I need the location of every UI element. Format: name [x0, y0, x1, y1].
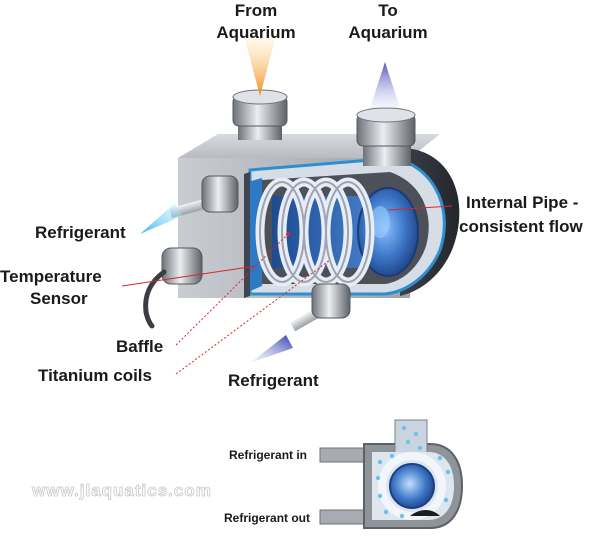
sensor-nut — [161, 247, 203, 285]
refrigerant-in-arrow — [250, 335, 293, 363]
bubble — [443, 497, 449, 503]
label-refrigerant-in: Refrigerant in — [229, 448, 307, 462]
sensor-cable — [143, 269, 167, 329]
inflow-arrow — [244, 36, 276, 96]
coil-shade-4 — [325, 181, 371, 283]
bubble — [389, 453, 395, 459]
outlet-fitting-top — [356, 107, 416, 123]
bubble — [377, 493, 383, 499]
bubble — [375, 475, 381, 481]
bubble — [399, 513, 405, 519]
bubble — [417, 445, 423, 451]
cross-section-pipe-in — [319, 447, 365, 463]
label-internal-pipe-line2: consistent flow — [459, 217, 584, 236]
refrigerant-out-arrow — [140, 203, 182, 234]
label-temperature-sensor-line1: Temperature — [0, 267, 102, 286]
coil-shade-3 — [303, 181, 349, 283]
outlet-fitting — [356, 107, 416, 166]
label-refrigerant-bottom: Refrigerant — [228, 371, 319, 390]
labels: From Aquarium To Aquarium Refrigerant Te… — [0, 1, 584, 390]
cross-section-pocket — [410, 510, 440, 516]
refrigerant-bottom-fitting — [290, 283, 351, 332]
bubble — [377, 459, 383, 465]
bubble — [401, 425, 407, 431]
label-to-aquarium-line1: To — [378, 1, 398, 20]
bubble — [413, 431, 419, 437]
label-to-aquarium-line2: Aquarium — [348, 23, 427, 42]
label-refrigerant-top: Refrigerant — [35, 223, 126, 242]
temperature-sensor-fitting — [143, 247, 203, 329]
internal-pipe-end — [357, 187, 419, 277]
bubble — [437, 455, 443, 461]
bubble — [445, 469, 451, 475]
bubble — [383, 509, 389, 515]
refrigerant-top-nut — [201, 175, 239, 213]
label-from-aquarium-line1: From — [235, 1, 278, 20]
leader-baffle-dot — [286, 232, 290, 236]
cross-section-core — [389, 463, 435, 509]
internal-pipe-highlight — [370, 206, 390, 238]
refrigerant-bottom-nut — [311, 283, 351, 319]
label-from-aquarium-line2: Aquarium — [216, 23, 295, 42]
label-refrigerant-out: Refrigerant out — [224, 511, 310, 525]
bubble — [405, 439, 411, 445]
inlet-fitting — [232, 89, 288, 140]
cross-section-pipe-out — [319, 509, 365, 525]
label-titanium-coils: Titanium coils — [38, 366, 152, 385]
leader-lines — [121, 205, 453, 375]
watermark: www.jlaquatics.com — [31, 481, 212, 500]
cross-section: Refrigerant in Refrigerant out — [224, 419, 464, 529]
label-baffle: Baffle — [116, 337, 163, 356]
baffle-edge — [244, 172, 250, 298]
label-temperature-sensor-line2: Sensor — [30, 289, 88, 308]
leader-internal-pipe — [387, 205, 453, 211]
leader-temperature-sensor — [121, 265, 257, 287]
outflow-arrow — [370, 62, 400, 108]
label-internal-pipe-line1: Internal Pipe - — [466, 193, 578, 212]
titanium-coils — [255, 177, 375, 287]
cross-section-neck — [394, 419, 428, 455]
